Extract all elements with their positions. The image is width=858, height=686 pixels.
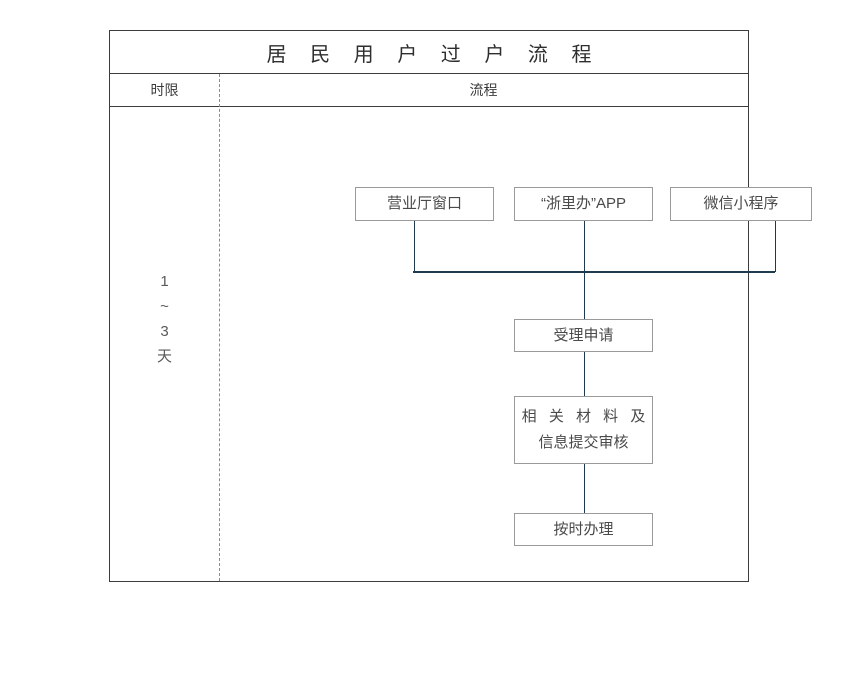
duration-line-3: 3 bbox=[160, 323, 169, 340]
connector-accept-to-review bbox=[583, 351, 586, 397]
duration-line-4: 天 bbox=[156, 348, 172, 365]
node-label: 营业厅窗口 bbox=[386, 195, 462, 212]
page-title: 居 民 用 户 过 户 流 程 bbox=[266, 43, 601, 66]
table-title-row: 居 民 用 户 过 户 流 程 bbox=[110, 31, 748, 74]
column-divider bbox=[219, 74, 220, 581]
connector-merge-bus bbox=[413, 271, 775, 273]
node-service-hall-window[interactable]: 营业厅窗口 bbox=[355, 187, 494, 221]
flow-diagram: 营业厅窗口 “浙里办”APP 微信小程序 受理申请 相 关 材 料 及 信息提交… bbox=[219, 107, 812, 581]
node-label: 按时办理 bbox=[553, 520, 614, 538]
column-header-duration: 时限 bbox=[150, 82, 179, 98]
duration-line-2: ~ bbox=[160, 298, 169, 315]
node-zhelib-app[interactable]: “浙里办”APP bbox=[514, 187, 653, 221]
node-label: 受理申请 bbox=[553, 326, 614, 344]
connector-app-drop bbox=[583, 221, 586, 272]
node-label-line-1: 相 关 材 料 及 bbox=[521, 408, 650, 425]
table-header-row: 时限 流程 bbox=[110, 74, 748, 107]
node-process-on-time[interactable]: 按时办理 bbox=[514, 513, 653, 546]
connector-window-drop bbox=[413, 221, 416, 272]
column-header-flow: 流程 bbox=[469, 82, 498, 98]
node-submit-materials-review[interactable]: 相 关 材 料 及 信息提交审核 bbox=[514, 396, 653, 464]
duration-value: 1 ~ 3 天 bbox=[110, 107, 219, 581]
connector-bus-to-accept bbox=[583, 271, 586, 319]
connector-review-to-finish bbox=[583, 463, 586, 514]
node-label: 微信小程序 bbox=[703, 195, 779, 212]
node-wechat-miniprogram[interactable]: 微信小程序 bbox=[670, 187, 812, 221]
flowchart-table: 居 民 用 户 过 户 流 程 时限 流程 1 ~ 3 天 营业厅窗口 “浙里办… bbox=[109, 30, 812, 582]
node-accept-application[interactable]: 受理申请 bbox=[514, 319, 653, 352]
connector-miniprog-drop bbox=[774, 221, 777, 272]
node-label: “浙里办”APP bbox=[540, 195, 626, 212]
node-label-line-2: 信息提交审核 bbox=[538, 434, 629, 451]
duration-line-1: 1 bbox=[160, 273, 169, 290]
